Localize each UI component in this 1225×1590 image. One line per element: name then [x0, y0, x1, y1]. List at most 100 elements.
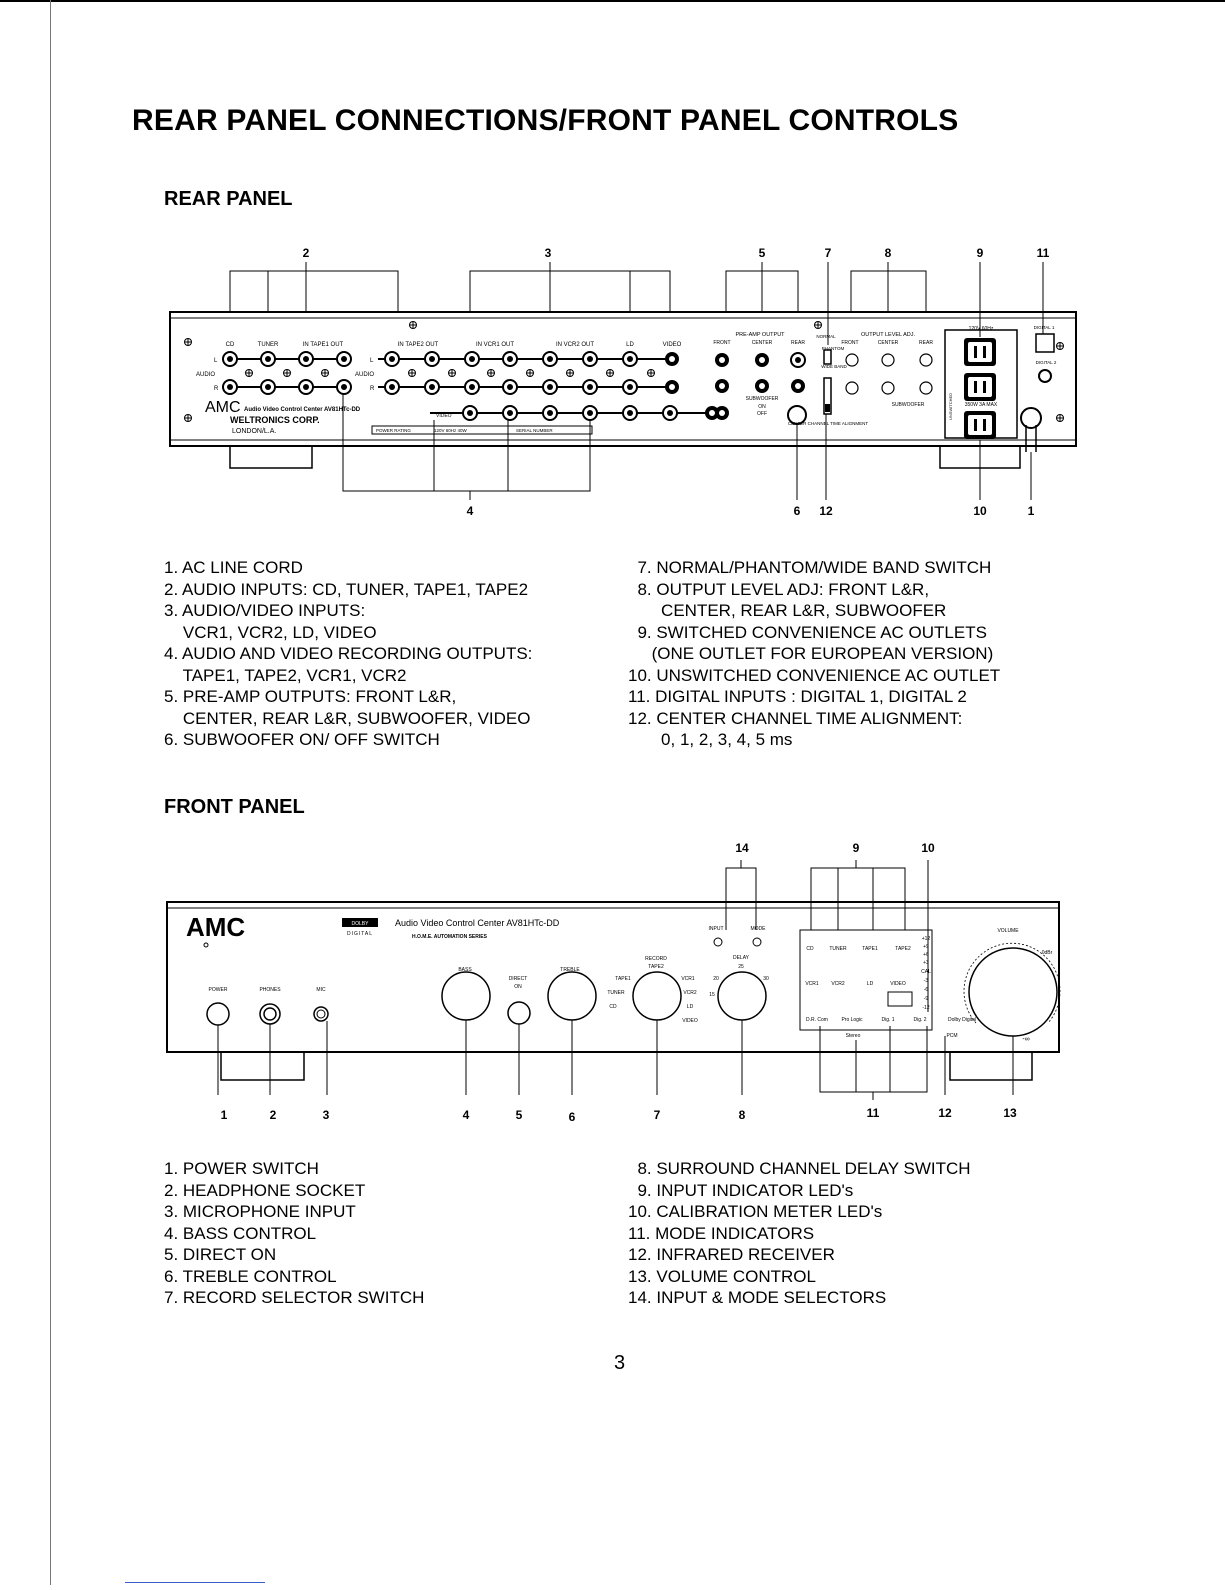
svg-text:DIGITAL 2: DIGITAL 2 [1036, 360, 1057, 365]
svg-text:TREBLE: TREBLE [560, 967, 580, 973]
svg-text:PHONES: PHONES [259, 987, 281, 993]
legend-item: 11. MODE INDICATORS [628, 1223, 815, 1243]
legend-item: 7. NORMAL/PHANTOM/WIDE BAND SWITCH [628, 558, 992, 577]
svg-text:-3: -3 [924, 978, 929, 984]
svg-text:1: 1 [1028, 504, 1035, 518]
svg-text:CD: CD [609, 1004, 617, 1010]
svg-text:CENTER: CENTER [752, 340, 773, 346]
svg-text:PHANTOM: PHANTOM [822, 346, 845, 351]
svg-text:ON: ON [758, 404, 766, 410]
page-title: REAR PANEL CONNECTIONS/FRONT PANEL CONTR… [132, 104, 959, 137]
svg-text:8: 8 [739, 1108, 746, 1122]
svg-text:0dBr: 0dBr [1042, 950, 1053, 956]
front-legend-left: 1. POWER SWITCH 2. HEADPHONE SOCKET 3. M… [164, 1158, 424, 1309]
svg-text:8: 8 [885, 246, 892, 260]
svg-text:D.R. Com: D.R. Com [806, 1017, 828, 1023]
svg-text:R: R [370, 386, 375, 392]
svg-text:1: 1 [221, 1108, 228, 1122]
page-top-rule [0, 0, 1225, 2]
svg-text:Audio Video Control Center AV8: Audio Video Control Center AV81HTc-DD [244, 407, 361, 413]
svg-text:OFF: OFF [757, 411, 767, 417]
svg-text:7: 7 [825, 246, 832, 260]
legend-item: 2. HEADPHONE SOCKET [164, 1180, 366, 1200]
svg-text:R: R [214, 386, 219, 392]
svg-text:LD: LD [687, 1004, 694, 1010]
legend-item: 10. CALIBRATION METER LED's [628, 1202, 883, 1221]
svg-text:TAPE1: TAPE1 [615, 976, 631, 982]
svg-text:CD: CD [226, 342, 235, 348]
legend-item: 14. INPUT & MODE SELECTORS [628, 1288, 887, 1307]
rear-legend-left: 1. AC LINE CORD 2. AUDIO INPUTS: CD, TUN… [164, 557, 532, 751]
svg-text:DIRECT: DIRECT [509, 976, 528, 982]
legend-item: CENTER, REAR L&R, SUBWOOFER [628, 601, 947, 620]
svg-text:-12: -12 [922, 1005, 929, 1011]
svg-text:DIGITAL 1: DIGITAL 1 [1034, 325, 1055, 330]
svg-text:3: 3 [323, 1108, 330, 1122]
svg-text:+12: +12 [922, 936, 931, 942]
svg-text:Audio Video Control Center AV8: Audio Video Control Center AV81HTc-DD [395, 918, 560, 928]
legend-item: 4. AUDIO AND VIDEO RECORDING OUTPUTS: [164, 644, 533, 663]
svg-text:VCR2: VCR2 [831, 981, 845, 987]
svg-text:AUDIO: AUDIO [196, 372, 215, 378]
svg-text:PRE-AMP OUTPUT: PRE-AMP OUTPUT [735, 332, 785, 338]
rear-legend-right: 7. NORMAL/PHANTOM/WIDE BAND SWITCH 8. OU… [628, 557, 1000, 751]
svg-text:TUNER: TUNER [829, 946, 847, 952]
svg-text:ON: ON [514, 984, 522, 990]
legend-item: 7. RECORD SELECTOR SWITCH [164, 1288, 425, 1307]
svg-text:Dolby Digital: Dolby Digital [948, 1017, 976, 1023]
svg-text:UNSWITCHED: UNSWITCHED [948, 393, 953, 420]
svg-text:SUBWOOFER: SUBWOOFER [746, 396, 779, 402]
legend-item: 6. TREBLE CONTROL [164, 1266, 337, 1286]
legend-item: 13. VOLUME CONTROL [628, 1266, 816, 1286]
svg-text:10: 10 [921, 841, 935, 855]
legend-item: 1. POWER SWITCH [164, 1159, 319, 1178]
legend-item: TAPE1, TAPE2, VCR1, VCR2 [164, 665, 407, 685]
svg-text:14: 14 [735, 841, 749, 855]
svg-text:PCM: PCM [946, 1033, 957, 1039]
svg-text:6: 6 [794, 504, 801, 518]
svg-text:VIDEO: VIDEO [663, 342, 682, 348]
svg-text:CENTER CHANNEL TIME ALIGNMENT: CENTER CHANNEL TIME ALIGNMENT [788, 421, 869, 426]
svg-text:INPUT: INPUT [709, 926, 724, 932]
svg-text:120V 60Hz: 120V 60Hz [969, 326, 994, 332]
svg-text:-∞: -∞ [1022, 1036, 1029, 1043]
svg-text:RECORD: RECORD [645, 956, 667, 962]
rear-panel-heading: REAR PANEL [164, 188, 293, 210]
svg-text:BASS: BASS [458, 967, 472, 973]
svg-text:+3: +3 [923, 960, 929, 966]
svg-text:TAPE1: TAPE1 [862, 946, 878, 952]
svg-text:VCR1: VCR1 [681, 976, 695, 982]
svg-text:+6: +6 [923, 952, 929, 958]
svg-text:10: 10 [973, 504, 987, 518]
svg-text:30: 30 [763, 976, 769, 982]
svg-text:9: 9 [853, 841, 860, 855]
svg-text:REAR: REAR [919, 340, 933, 346]
svg-text:IN TAPE2 OUT: IN TAPE2 OUT [398, 342, 439, 348]
legend-item: 5. PRE-AMP OUTPUTS: FRONT L&R, [164, 687, 457, 706]
svg-text:VOLUME: VOLUME [997, 928, 1019, 934]
legend-item: VCR1, VCR2, LD, VIDEO [164, 622, 377, 642]
svg-text:7: 7 [654, 1108, 661, 1122]
front-panel-heading: FRONT PANEL [164, 796, 305, 818]
svg-text:WIDE BAND: WIDE BAND [821, 364, 847, 369]
legend-item: (ONE OUTLET FOR EUROPEAN VERSION) [628, 644, 994, 663]
svg-text:120V 60Hz 40W: 120V 60Hz 40W [434, 428, 468, 433]
svg-text:Dig. 1: Dig. 1 [881, 1017, 894, 1023]
svg-text:SUBWOOFER: SUBWOOFER [892, 402, 925, 408]
svg-text:CENTER: CENTER [878, 340, 899, 346]
svg-text:VIDEO: VIDEO [682, 1018, 698, 1024]
svg-text:-9: -9 [924, 996, 929, 1002]
svg-text:VCR2: VCR2 [683, 990, 697, 996]
svg-text:MIC: MIC [316, 987, 326, 993]
svg-text:-6: -6 [924, 987, 929, 993]
svg-text:L: L [214, 358, 218, 364]
rear-panel-drawing: CD TUNER IN TAPE1 OUT IN TAPE2 OUT IN VC… [169, 246, 1077, 518]
legend-item: 0, 1, 2, 3, 4, 5 ms [628, 730, 793, 749]
legend-item: CENTER, REAR L&R, SUBWOOFER, VIDEO [164, 708, 531, 728]
svg-text:20: 20 [713, 976, 719, 982]
svg-text:L: L [370, 358, 374, 364]
svg-text:MODE: MODE [751, 926, 767, 932]
legend-item: 12. CENTER CHANNEL TIME ALIGNMENT: [628, 708, 963, 728]
svg-text:11: 11 [1037, 246, 1050, 260]
